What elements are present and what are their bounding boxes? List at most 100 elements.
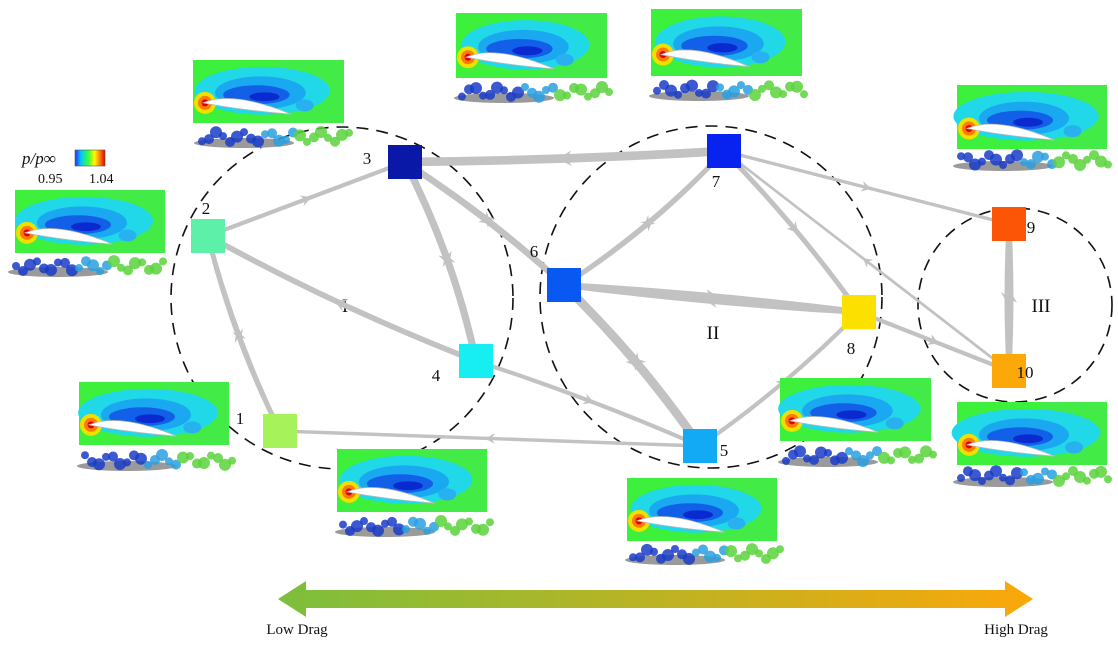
cluster-node-9[interactable] bbox=[992, 207, 1026, 241]
wake-vortex-blob bbox=[444, 522, 452, 531]
wake-vortex-blob bbox=[887, 456, 895, 465]
wake-vortex-render bbox=[194, 126, 353, 148]
wake-vortex-blob bbox=[1083, 155, 1091, 164]
wake-vortex-blob bbox=[512, 86, 524, 99]
shed-vortex bbox=[885, 417, 904, 430]
wake-vortex-blob bbox=[740, 550, 750, 561]
pressure-contour-core bbox=[1013, 117, 1043, 127]
wake-vortex-blob bbox=[803, 454, 811, 463]
wake-vortex-blob bbox=[713, 553, 721, 562]
edge-arrowhead-4-to-3 bbox=[442, 253, 456, 268]
edge-arrowhead-7-to-3 bbox=[557, 150, 572, 166]
wake-vortex-blob bbox=[135, 452, 147, 465]
airfoil-section bbox=[87, 420, 177, 437]
drag-arrow-shape bbox=[278, 581, 1033, 617]
wake-vortex-blob bbox=[102, 452, 110, 461]
cluster-node-5[interactable] bbox=[683, 429, 717, 463]
wake-vortex-blob bbox=[150, 262, 162, 275]
wake-vortex-blob bbox=[123, 265, 133, 276]
cluster-node-label-10: 10 bbox=[1017, 363, 1034, 382]
wake-vortex-blob bbox=[267, 128, 277, 139]
wake-vortex-blob bbox=[294, 129, 306, 142]
wake-vortex-blob bbox=[584, 92, 592, 101]
wake-vortex-blob bbox=[872, 446, 882, 457]
wake-vortex-blob bbox=[414, 517, 426, 530]
cluster-circle-III bbox=[917, 207, 1113, 403]
wake-vortex-blob bbox=[845, 447, 853, 456]
cluster-node-label-8: 8 bbox=[847, 339, 856, 358]
cluster-node-label-1: 1 bbox=[236, 409, 245, 428]
pressure-contour-core bbox=[707, 43, 738, 53]
wake-vortex-blob bbox=[635, 552, 645, 563]
wake-vortex-blob bbox=[899, 446, 911, 459]
cluster-circle-II bbox=[539, 125, 883, 469]
wake-vortex-blob bbox=[605, 88, 613, 97]
wake-vortex-blob bbox=[836, 451, 848, 464]
wake-vortex-blob bbox=[692, 548, 700, 557]
shed-vortex bbox=[1065, 441, 1083, 454]
pressure-colorbar: p/p∞ 0.95 1.04 bbox=[21, 149, 114, 187]
wake-vortex-blob bbox=[450, 525, 460, 536]
wake-vortex-blob bbox=[707, 80, 719, 93]
wake-vortex-blob bbox=[96, 266, 104, 275]
shed-vortex bbox=[295, 99, 314, 112]
wake-vortex-blob bbox=[969, 469, 981, 482]
wake-vortex-render bbox=[335, 515, 494, 537]
wake-vortex-blob bbox=[728, 85, 740, 98]
wake-vortex-blob bbox=[1041, 152, 1049, 161]
cluster-node-7[interactable] bbox=[707, 134, 741, 168]
wake-vortex-blob bbox=[240, 128, 248, 137]
shed-vortex bbox=[727, 517, 746, 530]
edge-7-to-8 bbox=[721, 148, 862, 315]
edge-arrowhead-10-to-7 bbox=[862, 258, 874, 268]
wake-vortex-blob bbox=[1095, 155, 1107, 168]
airfoil-section bbox=[201, 98, 292, 115]
wake-vortex-blob bbox=[779, 90, 787, 99]
airfoil-section bbox=[635, 516, 725, 533]
wake-vortex-blob bbox=[458, 92, 466, 101]
edge-arrowhead-5-to-6 bbox=[632, 356, 647, 372]
wake-vortex-blob bbox=[54, 258, 62, 267]
wake-vortex-blob bbox=[108, 451, 118, 462]
flow-snapshot-1 bbox=[8, 190, 167, 277]
cluster-label-II: II bbox=[707, 323, 720, 344]
wake-vortex-render bbox=[77, 449, 236, 471]
wake-vortex-blob bbox=[465, 517, 473, 526]
cluster-node-1[interactable] bbox=[263, 414, 297, 448]
wake-vortex-blob bbox=[87, 259, 99, 272]
cluster-node-label-7: 7 bbox=[712, 172, 721, 191]
wing-surface bbox=[778, 457, 878, 467]
cluster-node-label-9: 9 bbox=[1027, 218, 1036, 237]
wake-vortex-render bbox=[953, 465, 1112, 487]
flow-field-thumbnails bbox=[8, 9, 1112, 565]
wake-vortex-blob bbox=[653, 86, 661, 95]
wake-vortex-blob bbox=[794, 445, 806, 458]
edge-3-to-6 bbox=[401, 158, 568, 289]
cluster-node-3[interactable] bbox=[388, 145, 422, 179]
wake-vortex-blob bbox=[755, 549, 763, 558]
wake-vortex-blob bbox=[1053, 474, 1065, 487]
cluster-node-10[interactable] bbox=[992, 354, 1026, 388]
wake-vortex-blob bbox=[423, 526, 431, 535]
flow-snapshot-6 bbox=[77, 382, 236, 471]
wake-vortex-blob bbox=[345, 128, 353, 137]
colorbar-min-label: 0.95 bbox=[38, 172, 63, 187]
cluster-node-label-6: 6 bbox=[530, 242, 539, 261]
cluster-node-6[interactable] bbox=[547, 268, 581, 302]
wake-vortex-blob bbox=[485, 89, 495, 100]
cluster-node-2[interactable] bbox=[191, 219, 225, 253]
wake-vortex-blob bbox=[336, 128, 348, 141]
wake-vortex-blob bbox=[159, 257, 167, 266]
wake-vortex-blob bbox=[929, 450, 937, 459]
edge-arrowhead-5-to-1 bbox=[485, 433, 496, 445]
wake-vortex-blob bbox=[990, 153, 1002, 166]
edge-arrowhead-4-to-2 bbox=[334, 299, 348, 312]
wake-vortex-blob bbox=[1020, 468, 1028, 477]
wake-vortex-blob bbox=[542, 86, 550, 95]
cluster-node-8[interactable] bbox=[842, 295, 876, 329]
edge-arrowhead-7-to-8 bbox=[786, 220, 799, 234]
wake-vortex-blob bbox=[809, 454, 819, 465]
wake-vortex-blob bbox=[477, 523, 489, 536]
wake-vortex-blob bbox=[671, 545, 679, 554]
cluster-node-4[interactable] bbox=[459, 344, 493, 378]
